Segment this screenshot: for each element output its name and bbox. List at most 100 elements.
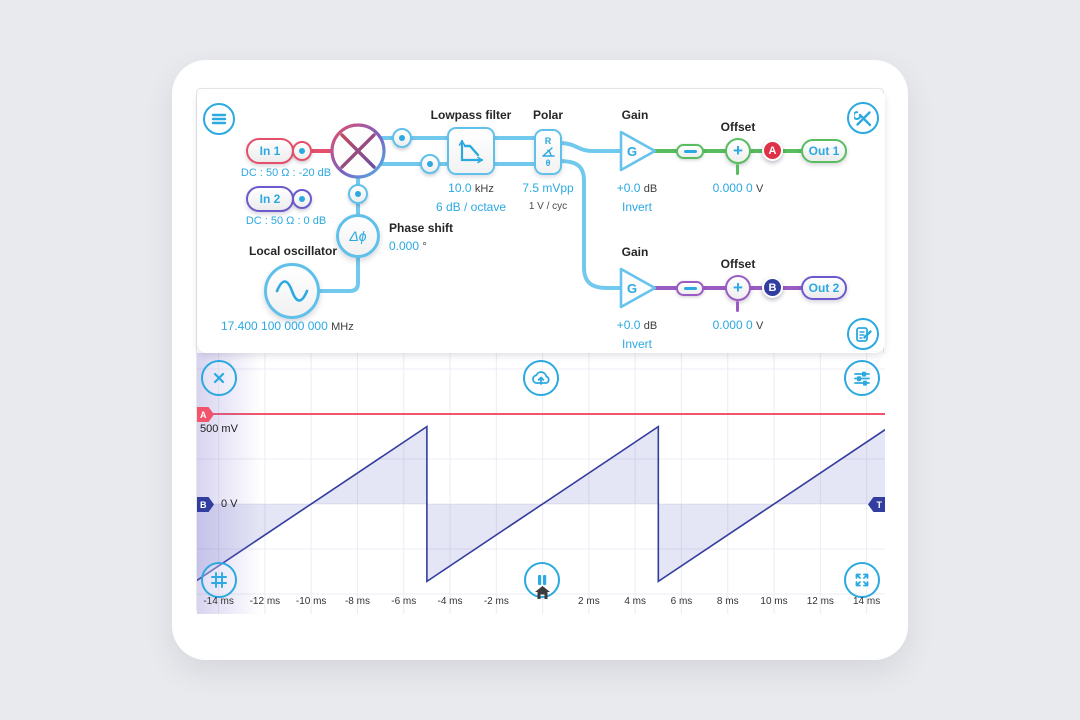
input-1-pill[interactable]: In 1 (246, 138, 294, 164)
local-oscillator-label: Local oscillator (248, 244, 338, 258)
offset-2-block[interactable]: + (725, 275, 751, 301)
mixer-out-node-lower[interactable] (420, 154, 440, 174)
tools-icon (853, 110, 871, 126)
mixer-out-node-upper[interactable] (392, 128, 412, 148)
gain-1-value[interactable]: +0.0 dB (597, 181, 677, 195)
time-tick-label: 10 ms (760, 596, 788, 607)
tablet-bezel: In 1 DC : 50 Ω : -20 dB In 2 DC : 50 Ω :… (172, 60, 908, 660)
lowpass-filter-block[interactable] (447, 127, 495, 175)
channel-a-level: 500 mV (200, 423, 238, 435)
lowpass-slope-value[interactable]: 6 dB / octave (435, 200, 507, 214)
gain-2-number: +0.0 (616, 318, 641, 332)
lowpass-cutoff-value[interactable]: 10.0 kHz (421, 181, 521, 195)
mixer-cross-icon (340, 133, 376, 169)
gain-1-number: +0.0 (616, 181, 641, 195)
gain-1-g-icon: G (627, 144, 637, 159)
gain-2-unit: dB (643, 320, 658, 332)
channel-b-marker[interactable]: B (197, 497, 214, 512)
cloud-upload-button[interactable] (523, 360, 559, 396)
gain-2-g-icon: G (627, 281, 637, 296)
time-tick-label: -6 ms (391, 596, 417, 607)
phase-shift-unit: ° (422, 241, 427, 253)
lowpass-cutoff-unit: kHz (474, 183, 494, 195)
time-tick-label: 4 ms (624, 596, 647, 607)
time-tick-label: -8 ms (344, 596, 370, 607)
polar-label: Polar (532, 108, 563, 122)
gain-1-block[interactable]: G (618, 129, 658, 173)
probe-b-badge[interactable]: B (762, 277, 783, 298)
offset-2-value[interactable]: 0.000 0 V (698, 318, 778, 332)
attenuator-1-pill[interactable] (676, 144, 704, 159)
polar-range-value[interactable]: 7.5 mVpp (522, 181, 574, 195)
polar-angle-icon (542, 147, 555, 157)
polar-scale-value[interactable]: 1 V / cyc (528, 201, 568, 212)
channel-a-marker[interactable]: A (197, 407, 214, 422)
oscilloscope-panel: A 500 mV B 0 V T (197, 353, 885, 614)
offset-1-block[interactable]: + (725, 138, 751, 164)
output-2-label: Out 2 (808, 281, 840, 295)
phase-shift-block[interactable]: Δϕ (336, 214, 380, 258)
input-1-settings[interactable]: DC : 50 Ω : -20 dB (240, 167, 332, 179)
trace-channel-b (197, 425, 885, 583)
gain-1-unit: dB (643, 183, 658, 195)
output-1-pill[interactable]: Out 1 (801, 139, 847, 163)
lo-frequency-number: 17.400 100 000 000 (221, 319, 328, 333)
lo-frequency-value[interactable]: 17.400 100 000 000 MHz (221, 319, 354, 333)
offset-2-unit: V (756, 320, 764, 332)
hamburger-icon (211, 113, 227, 125)
input-2-node[interactable] (292, 189, 312, 209)
gain-2-label: Gain (621, 245, 649, 259)
offset-2-stub (736, 301, 739, 312)
expand-icon (855, 573, 869, 587)
invert-1-toggle[interactable]: Invert (621, 200, 652, 214)
cloud-upload-icon (532, 371, 550, 385)
menu-button[interactable] (203, 103, 235, 135)
channel-b-level: 0 V (221, 498, 238, 510)
time-tick-label: -12 ms (249, 596, 281, 607)
offset-1-value[interactable]: 0.000 0 V (698, 181, 778, 195)
offset-2-number: 0.000 0 (712, 318, 753, 332)
notes-button[interactable] (847, 318, 879, 350)
time-tick-label: 14 ms (852, 596, 881, 607)
trigger-marker[interactable]: T (868, 497, 885, 512)
offset-1-number: 0.000 0 (712, 181, 753, 195)
display-settings-button[interactable] (844, 360, 880, 396)
phase-shift-label: Phase shift (389, 221, 454, 235)
trigger-home-icon[interactable] (535, 586, 550, 599)
close-icon (213, 372, 225, 384)
output-1-label: Out 1 (808, 144, 840, 158)
probe-a-badge[interactable]: A (762, 140, 783, 161)
input-2-label: In 2 (259, 192, 281, 206)
input-2-settings[interactable]: DC : 50 Ω : 0 dB (245, 215, 327, 227)
polar-block[interactable]: R θ (534, 129, 562, 175)
time-tick-label: -10 ms (295, 596, 327, 607)
phase-shift-number: 0.000 (389, 239, 420, 253)
mixer-block[interactable] (328, 121, 388, 181)
settings-tools-button[interactable] (847, 102, 879, 134)
scope-plot (197, 353, 885, 614)
offset-1-label: Offset (720, 120, 756, 134)
polar-theta-label: θ (545, 158, 551, 168)
autoscale-button[interactable] (844, 562, 880, 598)
output-2-pill[interactable]: Out 2 (801, 276, 847, 300)
gain-2-block[interactable]: G (618, 266, 658, 310)
local-oscillator-block[interactable] (264, 263, 320, 319)
attenuator-2-pill[interactable] (676, 281, 704, 296)
pause-icon (538, 575, 547, 585)
invert-2-toggle[interactable]: Invert (621, 337, 652, 351)
sine-wave-icon (275, 280, 309, 302)
time-tick-label: -2 ms (483, 596, 509, 607)
input-1-node[interactable] (292, 141, 312, 161)
input-2-pill[interactable]: In 2 (246, 186, 294, 212)
lowpass-response-icon (458, 139, 484, 164)
gain-1-label: Gain (621, 108, 649, 122)
lo-node[interactable] (348, 184, 368, 204)
close-button[interactable] (201, 360, 237, 396)
offset-1-unit: V (756, 183, 764, 195)
grid-options-button[interactable] (201, 562, 237, 598)
time-tick-label: 8 ms (716, 596, 739, 607)
notes-icon (855, 326, 872, 342)
phase-shift-value[interactable]: 0.000 ° (389, 239, 427, 253)
time-tick-label: -14 ms (203, 596, 234, 607)
gain-2-value[interactable]: +0.0 dB (597, 318, 677, 332)
